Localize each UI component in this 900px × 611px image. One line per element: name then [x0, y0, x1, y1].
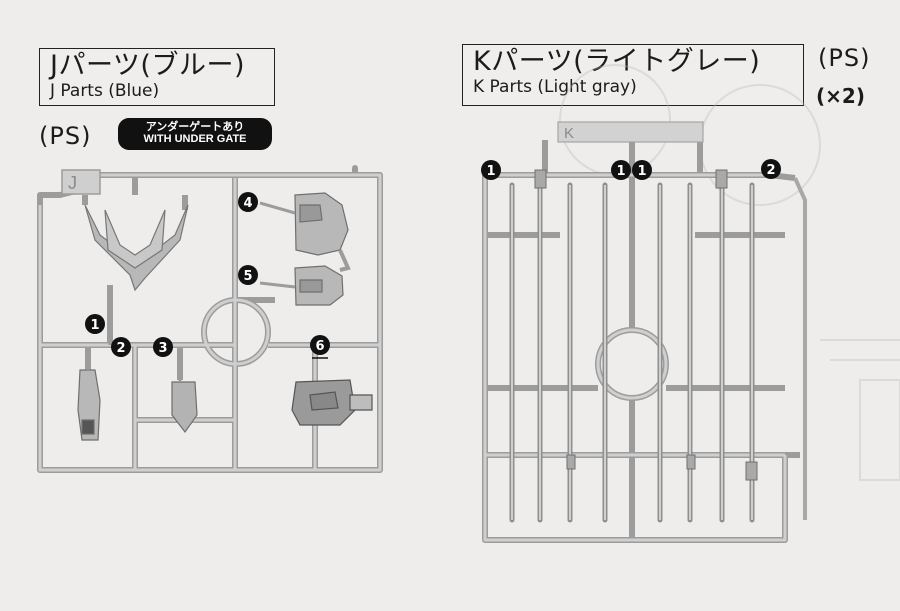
- j-parts-label-box: Jパーツ(ブルー) J Parts (Blue): [39, 48, 275, 106]
- k-marker-2: 2: [761, 159, 781, 179]
- k-rod-tips: [534, 169, 758, 481]
- j-marker-6: 6: [310, 335, 330, 359]
- k-parts-title-en: K Parts (Light gray): [473, 77, 637, 97]
- k-marker-1b-text: 1: [616, 164, 625, 179]
- under-gate-badge-en: WITH UNDER GATE: [143, 133, 247, 145]
- j-gate-connectors: [86, 201, 296, 382]
- j-marker-5-text: 5: [243, 269, 252, 284]
- j-marker-2-text: 2: [116, 341, 125, 356]
- k-marker-1b: 1: [611, 160, 631, 180]
- k-runner-tag: K: [557, 121, 704, 143]
- k-rod-highlights: [511, 185, 753, 520]
- j-part-chevron: [84, 204, 189, 292]
- j-number-markers: 4 5 1 2 3 6: [85, 192, 330, 359]
- j-runner-tag: J: [61, 169, 101, 195]
- k-marker-1c-text: 1: [637, 164, 646, 179]
- k-side-runner: [793, 177, 807, 520]
- k-marker-2-text: 2: [766, 163, 775, 178]
- j-parts-title-jp: Jパーツ(ブルー): [50, 50, 245, 81]
- k-parts-material: (PS): [818, 44, 871, 72]
- k-parts-label-box: Kパーツ(ライトグレー) K Parts (Light gray): [462, 44, 804, 106]
- j-tag-letter: J: [68, 173, 77, 193]
- j-marker-4-text: 4: [243, 196, 252, 211]
- k-parts-quantity: (×2): [816, 84, 865, 108]
- j-marker-1: 1: [85, 314, 105, 334]
- under-gate-badge: アンダーゲートあり WITH UNDER GATE: [118, 118, 272, 150]
- j-part-6: [291, 379, 373, 426]
- j-runner-fill: [38, 173, 382, 472]
- k-marker-1a-text: 1: [486, 164, 495, 179]
- j-part-1: [77, 369, 101, 441]
- j-parts-title-en: J Parts (Blue): [50, 81, 160, 101]
- j-part-4: [294, 192, 351, 272]
- j-parts-material: (PS): [39, 122, 92, 150]
- k-marker-1c: 1: [632, 160, 652, 180]
- j-marker-3-text: 3: [158, 341, 167, 356]
- k-parts-title-jp: Kパーツ(ライトグレー): [473, 46, 761, 77]
- j-marker-4: 4: [238, 192, 258, 212]
- k-marker-1a: 1: [481, 160, 501, 180]
- j-part-5: [294, 265, 344, 306]
- j-marker-6-text: 6: [315, 339, 324, 354]
- j-marker-5: 5: [238, 265, 258, 285]
- j-marker-1-text: 1: [90, 318, 99, 333]
- under-gate-badge-jp: アンダーゲートあり: [145, 120, 245, 133]
- j-part-3: [171, 381, 198, 434]
- j-marker-2: 2: [111, 337, 131, 357]
- k-number-markers: 1 1 1 2: [481, 159, 781, 180]
- k-tag-letter: K: [564, 125, 574, 142]
- j-marker-3: 3: [153, 337, 173, 357]
